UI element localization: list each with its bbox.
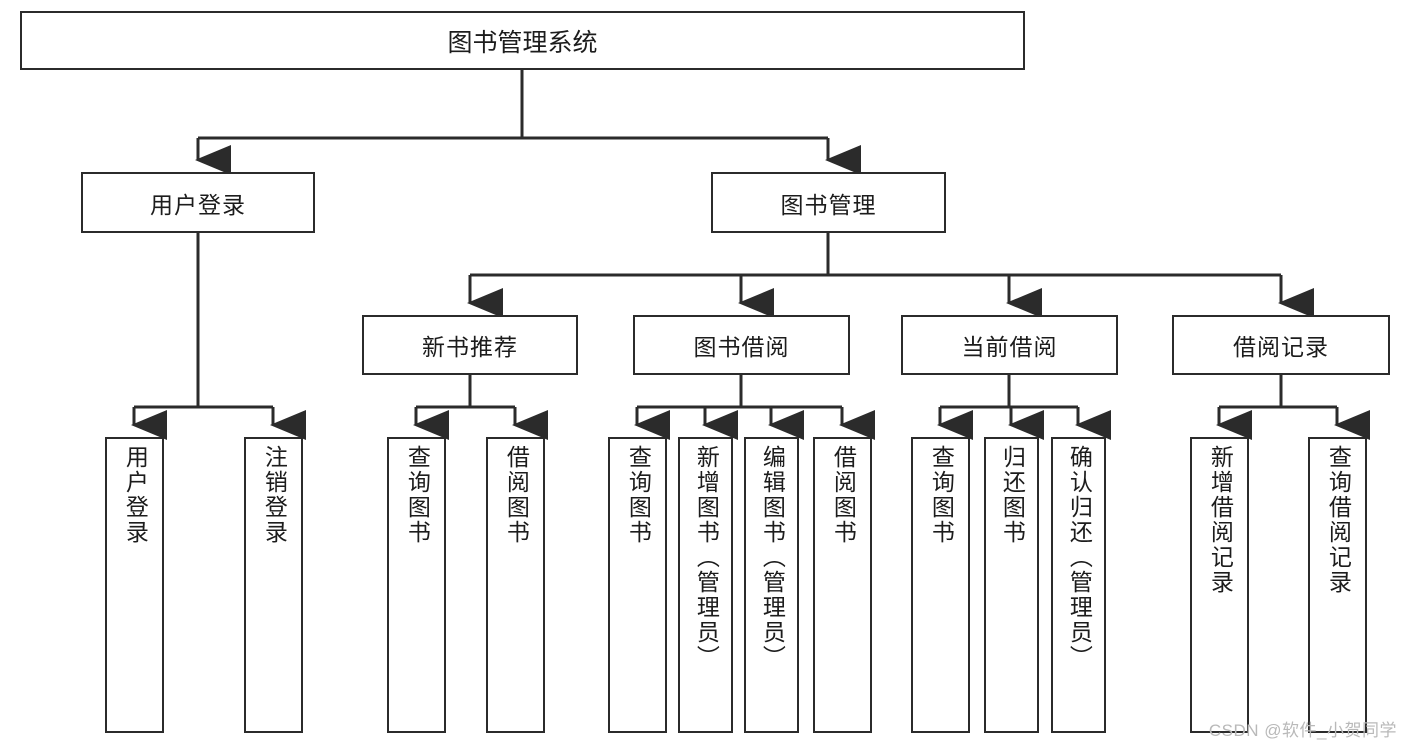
node-leaf-5[interactable]: 新增图书（管理员）	[678, 437, 733, 733]
node-leaf-label: 借阅图书	[503, 445, 530, 545]
node-leaf-12[interactable]: 查询借阅记录	[1308, 437, 1367, 733]
node-leaf-10[interactable]: 确认归还（管理员）	[1051, 437, 1106, 733]
node-level3-1[interactable]: 图书借阅	[633, 315, 850, 375]
node-leaf-label: 借阅图书	[830, 445, 857, 545]
node-level2-1[interactable]: 图书管理	[711, 172, 946, 233]
node-leaf-label: 查询借阅记录	[1325, 445, 1352, 595]
node-leaf-label: 注销登录	[261, 445, 288, 545]
node-leaf-label: 新增图书（管理员）	[693, 445, 720, 670]
watermark: CSDN @软件_小贺同学	[1208, 721, 1397, 740]
node-leaf-1[interactable]: 注销登录	[244, 437, 303, 733]
node-leaf-label: 查询图书	[625, 445, 652, 545]
node-level3-0[interactable]: 新书推荐	[362, 315, 578, 375]
node-leaf-label: 归还图书	[999, 445, 1026, 545]
node-root[interactable]: 图书管理系统	[20, 11, 1025, 70]
node-leaf-label: 确认归还（管理员）	[1066, 445, 1093, 670]
node-level3-3[interactable]: 借阅记录	[1172, 315, 1390, 375]
node-leaf-4[interactable]: 查询图书	[608, 437, 667, 733]
node-leaf-11[interactable]: 新增借阅记录	[1190, 437, 1249, 733]
node-leaf-0[interactable]: 用户登录	[105, 437, 164, 733]
node-leaf-7[interactable]: 借阅图书	[813, 437, 872, 733]
node-leaf-2[interactable]: 查询图书	[387, 437, 446, 733]
node-leaf-label: 新增借阅记录	[1207, 445, 1234, 595]
node-leaf-9[interactable]: 归还图书	[984, 437, 1039, 733]
node-leaf-label: 查询图书	[928, 445, 955, 545]
node-level2-0[interactable]: 用户登录	[81, 172, 315, 233]
node-leaf-label: 查询图书	[404, 445, 431, 545]
node-leaf-3[interactable]: 借阅图书	[486, 437, 545, 733]
node-leaf-6[interactable]: 编辑图书（管理员）	[744, 437, 799, 733]
node-leaf-label: 用户登录	[122, 445, 149, 545]
node-level3-2[interactable]: 当前借阅	[901, 315, 1118, 375]
node-leaf-label: 编辑图书（管理员）	[759, 445, 786, 670]
node-leaf-8[interactable]: 查询图书	[911, 437, 970, 733]
